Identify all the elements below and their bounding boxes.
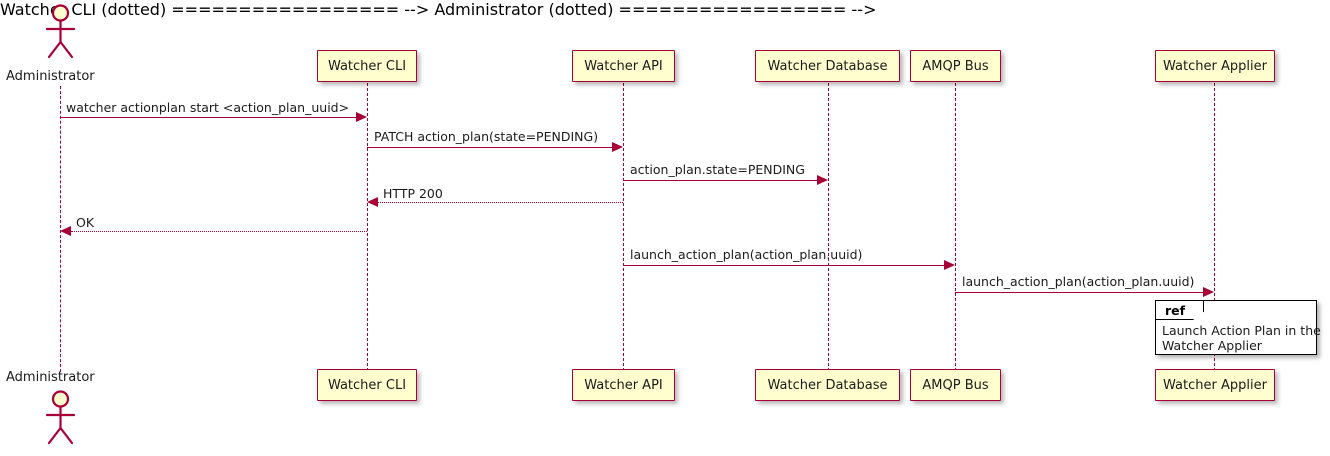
lifeline-amqp-bus [955,83,956,371]
actor-stick-figure-icon [45,390,76,445]
message-arrowhead-1 [356,112,367,122]
message-label-5: OK [76,215,95,230]
participant-watcher-cli-bottom[interactable]: Watcher CLI [317,369,417,401]
ref-fragment[interactable]: ref Launch Action Plan in the Watcher Ap… [1155,300,1321,355]
message-arrowhead-3 [817,175,828,185]
message-line-4 [378,202,623,203]
message-label-7: launch_action_plan(action_plan.uuid) [962,274,1195,289]
message-label-1: watcher actionplan start <action_plan_uu… [66,100,350,115]
lifeline-watcher-api [623,83,624,371]
message-arrowhead-7 [1203,287,1214,297]
lifeline-watcher-database [828,83,829,371]
ref-fragment-line-2: Watcher Applier [1162,338,1262,354]
message-label-3: action_plan.state=PENDING [630,162,805,177]
ref-fragment-body: Launch Action Plan in the Watcher Applie… [1156,320,1321,354]
participant-watcher-applier-bottom[interactable]: Watcher Applier [1155,369,1275,401]
participant-watcher-database-top[interactable]: Watcher Database [755,50,900,82]
message-arrowhead-2 [612,142,623,152]
actor-label-administrator-top: Administrator [6,69,95,84]
ref-fragment-line-1: Launch Action Plan in the [1162,323,1321,338]
participant-watcher-api-bottom[interactable]: Watcher API [572,369,675,401]
actor-stick-figure-icon [45,4,76,59]
participant-amqp-bus-top[interactable]: AMQP Bus [910,50,1001,82]
actor-label-administrator-bottom: Administrator [6,370,95,385]
message-label-6: launch_action_plan(action_plan.uuid) [630,247,863,262]
participant-watcher-applier-top[interactable]: Watcher Applier [1155,50,1275,82]
message-label-4: HTTP 200 [383,186,443,201]
message-line-3 [623,180,817,181]
actor-administrator-bottom [41,390,81,446]
message-line-7 [955,292,1203,293]
message-line-2 [367,147,612,148]
message-arrowhead-6 [944,260,955,270]
message-line-5 [71,231,367,232]
message-line-6 [623,265,944,266]
participant-watcher-database-bottom[interactable]: Watcher Database [755,369,900,401]
message-label-2: PATCH action_plan(state=PENDING) [374,129,599,144]
participant-watcher-api-top[interactable]: Watcher API [572,50,675,82]
ref-fragment-keyword: ref [1156,301,1204,320]
message-line-1 [60,117,356,118]
lifeline-watcher-applier [1214,83,1215,371]
actor-administrator-top [41,4,81,60]
participant-amqp-bus-bottom[interactable]: AMQP Bus [910,369,1001,401]
lifeline-watcher-cli [367,83,368,371]
message-arrowhead-5 [60,226,71,236]
participant-watcher-cli-top[interactable]: Watcher CLI [317,50,417,82]
message-arrowhead-4 [367,197,378,207]
